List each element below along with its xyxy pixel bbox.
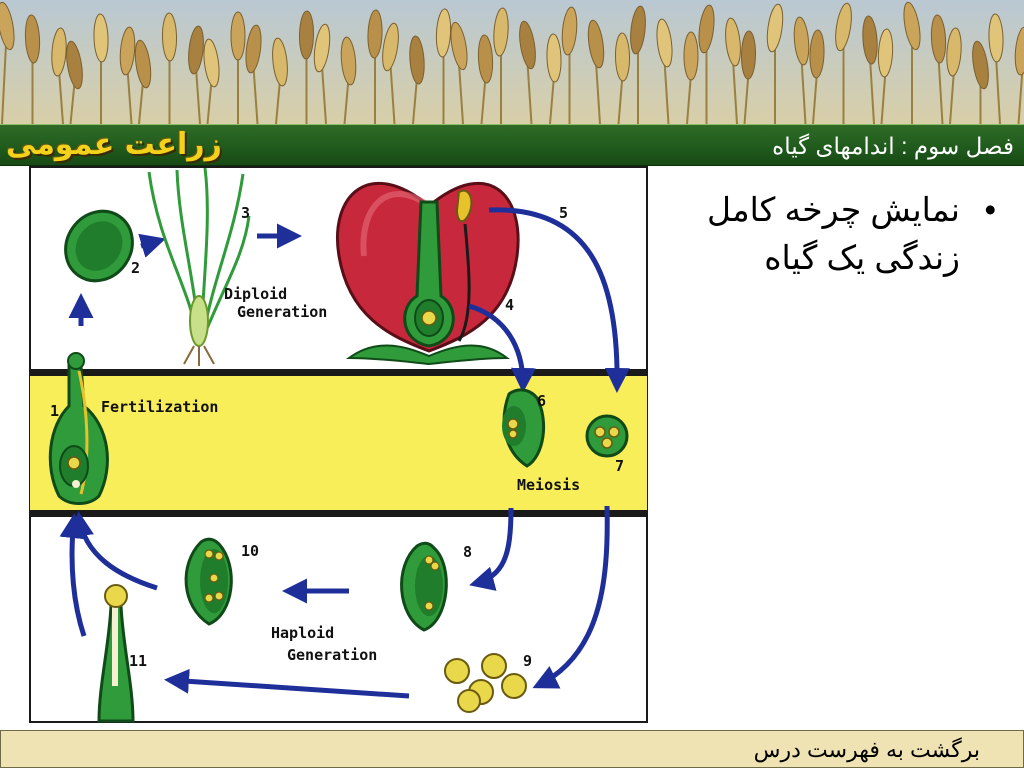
stage-number-8: 8 (463, 543, 472, 561)
stage-number-9: 9 (523, 652, 532, 670)
label-fertilization: Fertilization (101, 398, 218, 416)
arrow-down-icon (532, 505, 610, 689)
wheat-banner-image (0, 0, 1024, 124)
ovule-stage (502, 388, 546, 468)
content-bullet: • نمایش چرخه کامل زندگی یک گیاه (652, 186, 996, 282)
arrow-right-icon (138, 233, 166, 258)
label-diploid-generation: Generation (237, 303, 327, 321)
arrow-down-icon (488, 207, 630, 393)
stage-number-1: 1 (50, 402, 59, 420)
plant-life-cycle-diagram: Diploid Generation Fertilization Meiosis… (29, 166, 648, 723)
arrow-left-icon (164, 668, 410, 699)
stage-number-11: 11 (129, 652, 147, 670)
stage-number-2: 2 (131, 259, 140, 277)
arrow-down-icon (468, 303, 536, 393)
label-diploid: Diploid (224, 285, 287, 303)
label-meiosis: Meiosis (517, 476, 580, 494)
seed-stage (64, 209, 134, 283)
course-title: زراعت عمومی (6, 127, 222, 162)
chapter-title: فصل سوم : اندامهای گیاه (772, 133, 1014, 159)
title-bar (0, 124, 1024, 166)
life-cycle-figure: Diploid Generation Fertilization Meiosis… (29, 166, 648, 723)
pollen-mother-cell-stage (585, 414, 629, 458)
stage-number-4: 4 (505, 296, 514, 314)
label-haploid: Haploid (271, 624, 334, 642)
stage-number-6: 6 (537, 392, 546, 410)
arrow-up-icon (59, 513, 87, 637)
stage-number-10: 10 (241, 542, 259, 560)
band-bottom-line (30, 510, 647, 517)
label-haploid-generation: Generation (287, 646, 377, 664)
pollen-tube-stage (97, 584, 135, 723)
arrow-down-icon (469, 507, 514, 591)
bullet-line-1: نمایش چرخه کامل (706, 191, 960, 228)
fertilized-ovary-stage (48, 352, 109, 505)
band-top-line (30, 369, 647, 376)
bullet-line-2: زندگی یک گیاه (764, 239, 960, 276)
seedling-stage (147, 167, 251, 366)
pollen-grains-stage (444, 653, 527, 713)
embryo-sac-stage (400, 541, 448, 632)
back-to-index-link[interactable]: برگشت به فهرست درس (753, 737, 980, 762)
fertilization-band (30, 372, 647, 514)
bullet-icon: • (984, 191, 996, 228)
mature-embryo-sac-stage (184, 537, 233, 626)
stage-number-7: 7 (615, 457, 624, 475)
stage-number-3: 3 (241, 204, 250, 222)
stage-number-5: 5 (559, 204, 568, 222)
wheat-banner (0, 0, 1024, 124)
